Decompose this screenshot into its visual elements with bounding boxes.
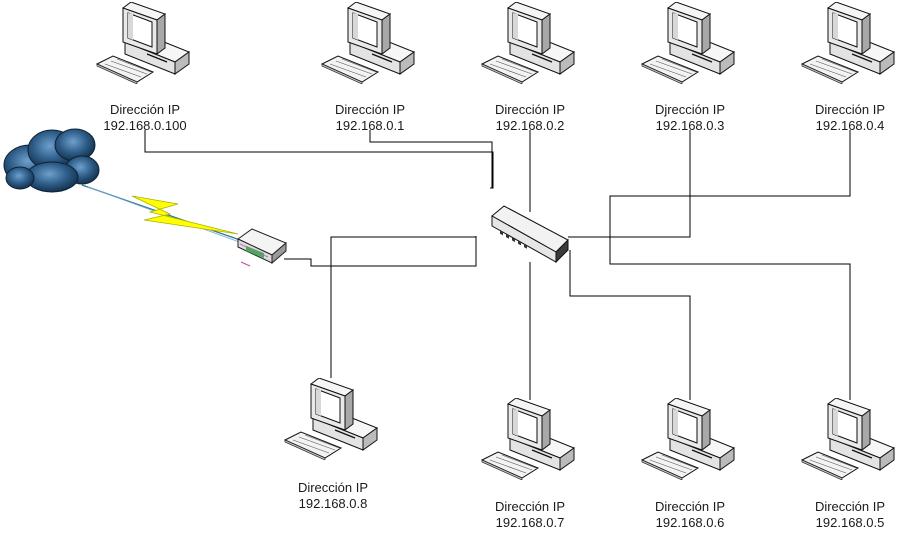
node-label: Dirección IP 192.168.0.5 (770, 499, 900, 531)
wire-pc-1 (369, 130, 493, 188)
desktop-computer-icon (283, 378, 379, 460)
node-label-title: Dirección IP (814, 499, 886, 514)
router-cable (240, 261, 251, 267)
node-label-title: Dirección IP (334, 102, 406, 117)
desktop-computer-icon (480, 398, 576, 480)
node-label-title: Dirección IP (109, 102, 181, 117)
node-ip-address: 192.168.0.4 (815, 118, 885, 133)
node-label-title: Dirección IP (494, 499, 566, 514)
node-label-title: Dirección IP (654, 499, 726, 514)
desktop-computer-icon (640, 398, 736, 480)
wire-pc-100 (144, 130, 494, 189)
node-label: Dirección IP 192.168.0.1 (290, 102, 450, 134)
wire-pc-6 (569, 250, 691, 400)
node-label-title: Dirección IP (814, 102, 886, 117)
node-label: Dirección IP 192.168.0.2 (450, 102, 610, 134)
wire-router (284, 236, 477, 267)
node-ip-address: 192.168.0.100 (103, 118, 187, 133)
node-ip-address: 192.168.0.7 (495, 515, 565, 530)
network-switch-icon (491, 205, 569, 264)
node-ip-address: 192.168.0.1 (335, 118, 405, 133)
desktop-computer-icon (800, 2, 896, 84)
wire-pc-8 (330, 236, 476, 378)
node-label: Dirección IP 192.168.0.6 (610, 499, 770, 531)
desktop-computer-icon (95, 2, 191, 84)
node-label: Dirección IP 192.168.0.7 (450, 499, 610, 531)
node-label: Dirección IP 192.168.0.100 (65, 102, 225, 134)
desktop-computer-icon (640, 2, 736, 84)
node-label: Dirección IP 192.168.0.8 (253, 480, 413, 512)
node-ip-address: 192.168.0.8 (298, 496, 368, 511)
node-label-title: Dirección IP (494, 102, 566, 117)
node-label-title: Djrección IP (654, 102, 726, 117)
desktop-computer-icon (320, 2, 416, 84)
wire-pc-3 (568, 130, 691, 238)
node-ip-address: 192.168.0.3 (655, 118, 725, 133)
node-label: Djrección IP 192.168.0.3 (610, 102, 770, 134)
node-ip-address: 192.168.0.5 (815, 515, 885, 530)
desktop-computer-icon (800, 398, 896, 480)
node-label: Dirección IP 192.168.0.4 (770, 102, 900, 134)
node-ip-address: 192.168.0.6 (655, 515, 725, 530)
lightning-bolt-icon (131, 195, 239, 235)
node-ip-address: 192.168.0.2 (495, 118, 565, 133)
node-label-title: Dirección IP (297, 480, 369, 495)
router-icon (237, 228, 287, 265)
desktop-computer-icon (480, 2, 576, 84)
cloud-icon (3, 128, 100, 193)
wire-pc-4 (609, 130, 851, 400)
